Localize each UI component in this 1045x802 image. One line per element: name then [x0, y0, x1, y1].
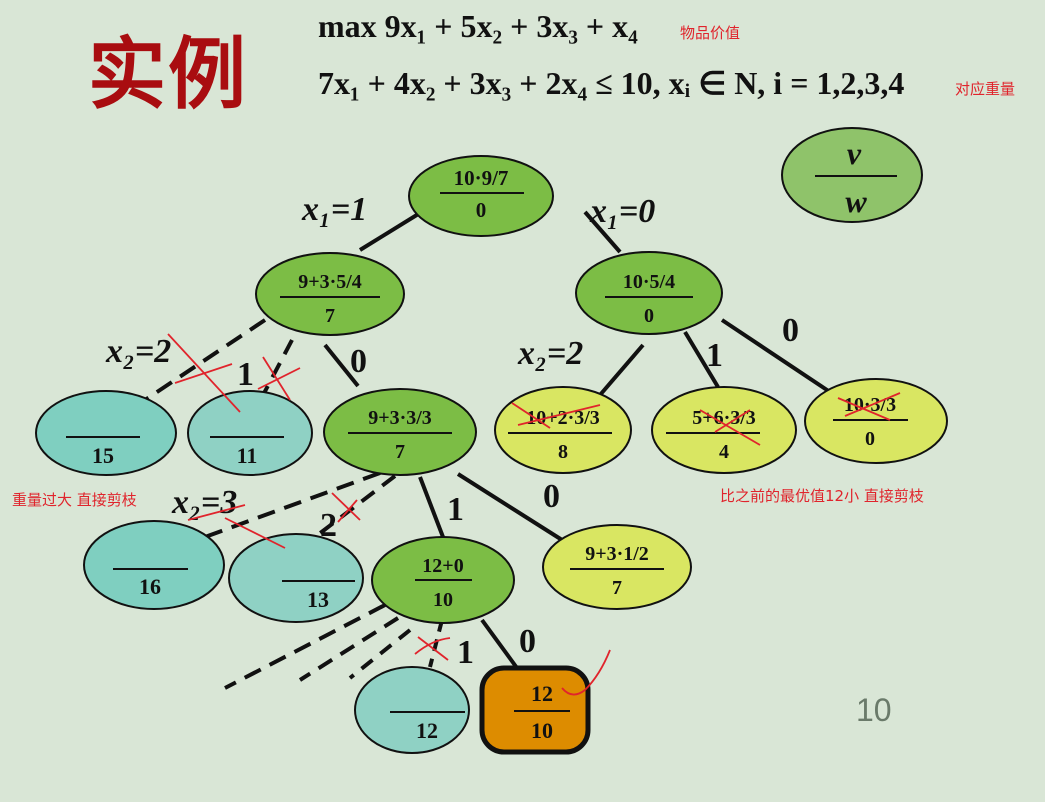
edge-label-right-0: 0	[782, 312, 799, 349]
edge-label-left-x2-2: x₂=2	[105, 333, 171, 370]
edge-label-left-1: 1	[237, 356, 254, 393]
node-b1-value: 5+6·3/3	[692, 407, 756, 429]
node-c0-weight: 7	[612, 577, 622, 599]
node-x1-0-weight: 0	[644, 305, 654, 327]
node-root-weight: 0	[476, 198, 487, 222]
node-c3-pruned	[83, 520, 225, 610]
node-b0-weight: 0	[865, 428, 875, 450]
node-c3-weight: 16	[139, 574, 161, 599]
prune-cross-icon	[331, 492, 361, 521]
node-c2-pruned	[228, 533, 364, 623]
node-b2-weight: 8	[558, 441, 568, 463]
node-x1-1	[255, 252, 405, 336]
prune-strike	[511, 402, 551, 429]
node-b2-value: 10+2·3/3	[526, 407, 600, 429]
edge-labels: x₁=1 x₁=0 x₂=2 1 0 x₂=2 1 0 x₂=3 2 1 0 1…	[105, 191, 799, 671]
node-a0-value: 9+3·3/3	[368, 407, 432, 429]
legend-weight-label: w	[845, 183, 867, 219]
node-d0-value: 12	[531, 681, 553, 706]
edge-label-right-1: 1	[706, 337, 723, 374]
node-d0-weight: 10	[531, 718, 553, 743]
slide-title: 实例	[88, 29, 249, 120]
node-a2-pruned	[35, 390, 177, 476]
constraint-note: 对应重量	[955, 80, 1016, 98]
edge-label-c-2: 2	[320, 507, 337, 544]
check-mark-icon	[561, 649, 611, 696]
node-x1-0	[575, 251, 723, 335]
prune-cross-icon	[262, 356, 291, 401]
tree-nodes: v w 10·9/7 0 9+3·5/4 7 10·5/4 0 15 11 9+…	[35, 127, 948, 755]
edge-label-left-0: 0	[350, 343, 367, 380]
objective-note: 物品价值	[680, 24, 741, 42]
constraint-formula: 7x₁ + 4x₂ + 3x₃ + 2x₄ ≤ 10, xᵢ ∈ N, i = …	[318, 65, 905, 101]
prune-strike	[699, 409, 761, 446]
prune-cross-icon	[224, 517, 286, 549]
node-d1-weight: 12	[416, 718, 438, 743]
edge-label-c-0: 0	[543, 478, 560, 515]
node-c1-weight: 10	[433, 589, 453, 611]
prune-marks	[167, 333, 901, 696]
node-x1-1-value: 9+3·5/4	[298, 271, 362, 293]
objective-formula: max 9x₁ + 5x₂ + 3x₃ + x₄	[318, 8, 638, 44]
node-c2-weight: 13	[307, 587, 329, 612]
node-c0-value: 9+3·1/2	[585, 543, 649, 565]
node-a0-weight: 7	[395, 441, 405, 463]
node-a1-weight: 11	[237, 443, 258, 468]
legend-value-label: v	[847, 135, 862, 171]
node-c1-value: 12+0	[422, 555, 463, 577]
prune-note-right: 比之前的最优值12小 直接剪枝	[720, 487, 924, 505]
node-root	[408, 155, 554, 237]
node-b1-weight: 4	[719, 441, 729, 463]
node-root-value: 10·9/7	[454, 166, 509, 190]
node-a2-weight: 15	[92, 443, 114, 468]
node-b2-pruned	[494, 386, 632, 474]
edge-label-c-1: 1	[447, 491, 464, 528]
edge-label-right-x2-2: x₂=2	[517, 335, 583, 372]
node-d1-pruned	[354, 666, 470, 754]
node-b1-pruned	[651, 386, 797, 474]
edge-label-d-1: 1	[457, 634, 474, 671]
page-number: 10	[856, 692, 892, 728]
node-a1-pruned	[187, 390, 313, 476]
edge-label-x1-0: x₁=0	[589, 193, 655, 230]
edge-label-d-0: 0	[519, 623, 536, 660]
tree-edges	[143, 210, 832, 690]
prune-note-left: 重量过大 直接剪枝	[12, 491, 137, 509]
edge-label-x1-1: x₁=1	[301, 191, 367, 228]
node-x1-1-weight: 7	[325, 305, 335, 327]
node-c0	[542, 524, 692, 610]
prune-cross-icon	[417, 636, 449, 661]
node-x1-0-value: 10·5/4	[623, 271, 675, 293]
